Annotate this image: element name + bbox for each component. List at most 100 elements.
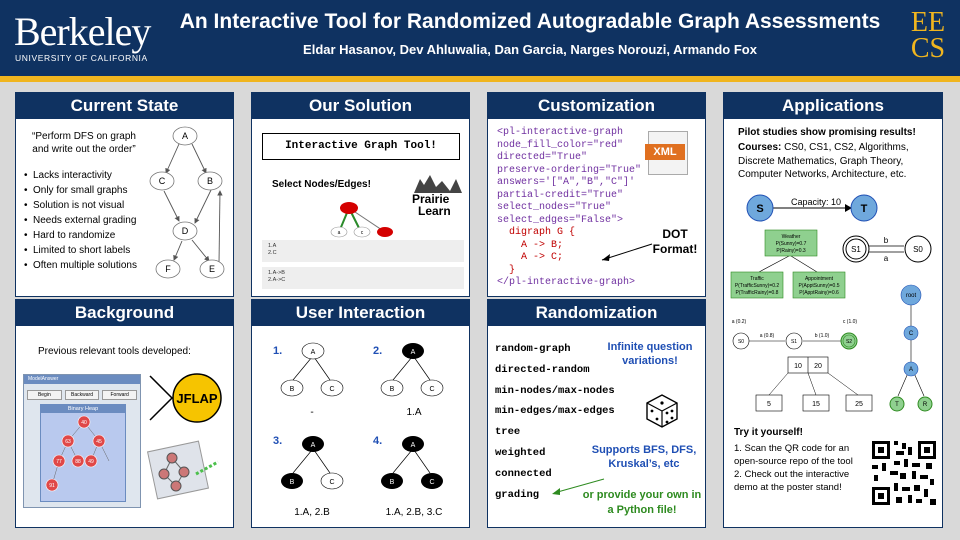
flow-network-diagram: S T Capacity: 10 (746, 194, 878, 222)
svg-text:b: b (884, 236, 889, 245)
svg-text:5: 5 (767, 401, 771, 408)
graph-node-label: C (159, 176, 166, 186)
svg-text:C: C (329, 479, 334, 486)
svg-text:A: A (311, 349, 316, 356)
svg-text:A: A (311, 442, 316, 449)
supports-note: Supports BFS, DFS, Kruskal’s, etc (591, 444, 697, 470)
svg-text:45: 45 (96, 439, 102, 445)
step-2-label: 2. (373, 345, 383, 357)
customization-heading: Customization (488, 93, 705, 119)
qr-code-icon[interactable] (870, 439, 938, 507)
bullet-item: Limited to short labels (24, 245, 154, 258)
python-note: or provide your own in a Python file! (582, 489, 702, 516)
mini-graph: a c (330, 202, 393, 238)
svg-text:S0: S0 (738, 339, 744, 345)
svg-text:a (0.2): a (0.2) (732, 319, 747, 325)
graph-node-label: D (182, 226, 189, 236)
graph-node-label: E (209, 264, 215, 274)
step-4-label: 4. (373, 435, 383, 447)
svg-text:R: R (923, 402, 928, 408)
svg-text:91: 91 (49, 483, 55, 489)
randomization-heading: Randomization (488, 300, 705, 326)
answer-step-2: 1.A (406, 407, 422, 418)
applications-heading: Applications (724, 93, 942, 119)
svg-text:S1: S1 (791, 339, 797, 345)
svg-text:C: C (329, 386, 334, 393)
current-state-panel: Current State “Perform DFS on graph and … (15, 92, 234, 297)
svg-text:root: root (906, 293, 917, 299)
xml-file-icon: XML (645, 131, 688, 175)
svg-text:10: 10 (794, 363, 802, 370)
answer-step-4: 1.A, 2.B, 3.C (385, 507, 443, 518)
berkeley-logo-subtext: UNIVERSITY OF CALIFORNIA (15, 53, 148, 63)
svg-text:a: a (884, 254, 889, 263)
forward-button[interactable]: Forward (102, 390, 138, 400)
dfs-quote: “Perform DFS on graph and write out the … (32, 131, 136, 155)
bullet-item: Lacks interactivity (24, 170, 154, 183)
grading-arrow (552, 478, 605, 495)
svg-text:b (1.0): b (1.0) (815, 333, 830, 339)
svg-text:P(TrafficSunny)=0.2: P(TrafficSunny)=0.2 (735, 283, 780, 289)
try-title: Try it yourself! (734, 427, 803, 438)
svg-text:B: B (390, 386, 395, 393)
svg-text:c: c (361, 230, 364, 236)
svg-text:A: A (411, 349, 416, 356)
our-solution-panel: Our Solution Interactive Graph Tool! Sel… (251, 92, 470, 297)
svg-text:Weather: Weather (782, 234, 801, 240)
infinite-note: Infinite question variations! (607, 341, 693, 367)
jflap-logo: JFLAP (149, 373, 222, 423)
bullet-item: Only for small graphs (24, 185, 154, 198)
header (0, 0, 960, 76)
svg-text:Traffic: Traffic (750, 276, 764, 282)
our-solution-heading: Our Solution (252, 93, 469, 119)
model-answer-window: ModelAnswer Begin Backward Forward Binar… (23, 374, 141, 508)
answer-step-1: - (310, 407, 314, 418)
prairie-icon (414, 175, 462, 193)
svg-text:A: A (411, 442, 416, 449)
answer-step-3: 1.A, 2.B (294, 507, 330, 518)
gold-stripe (0, 76, 960, 82)
svg-text:25: 25 (855, 401, 863, 408)
svg-text:P(Sunny)=0.7: P(Sunny)=0.7 (776, 241, 807, 247)
graph-node-label: A (182, 131, 188, 141)
graph-tool-icon (146, 440, 219, 500)
svg-text:88: 88 (75, 459, 81, 465)
try-step-1: 1. Scan the QR code for an open-source r… (734, 443, 853, 467)
graph-step-2: A B C (380, 343, 444, 397)
svg-text:P(ApptRainy)=0.6: P(ApptRainy)=0.6 (799, 290, 839, 296)
svg-text:P(ApptSunny)=0.5: P(ApptSunny)=0.5 (799, 283, 840, 289)
current-state-bullets: Lacks interactivity Only for small graph… (24, 170, 154, 275)
backward-button[interactable]: Backward (64, 390, 100, 400)
dfs-graph: A C B D F E (149, 126, 225, 279)
svg-text:B: B (290, 386, 295, 393)
applications-panel: Applications Pilot studies show promisin… (723, 92, 943, 528)
tool-title-box: Interactive Graph Tool! (262, 133, 460, 160)
poster-authors: Eldar Hasanov, Dev Ahluwalia, Dan Garcia… (303, 42, 757, 57)
svg-text:a: a (338, 230, 341, 236)
bullet-item: Solution is not visual (24, 200, 154, 213)
current-state-heading: Current State (16, 93, 233, 119)
svg-text:C: C (429, 386, 434, 393)
svg-text:40: 40 (81, 420, 87, 426)
svg-text:c (1.0): c (1.0) (843, 319, 858, 325)
graph-node-label: F (165, 264, 171, 274)
background-heading: Background (16, 300, 233, 326)
begin-button[interactable]: Begin (27, 390, 62, 400)
bullet-item: Needs external grading (24, 215, 154, 228)
svg-text:A: A (909, 367, 913, 373)
svg-text:C: C (909, 331, 914, 337)
courses-text: Courses: CS0, CS1, CS2, Algorithms, Disc… (738, 142, 909, 180)
bullet-item: Hard to randomize (24, 230, 154, 243)
